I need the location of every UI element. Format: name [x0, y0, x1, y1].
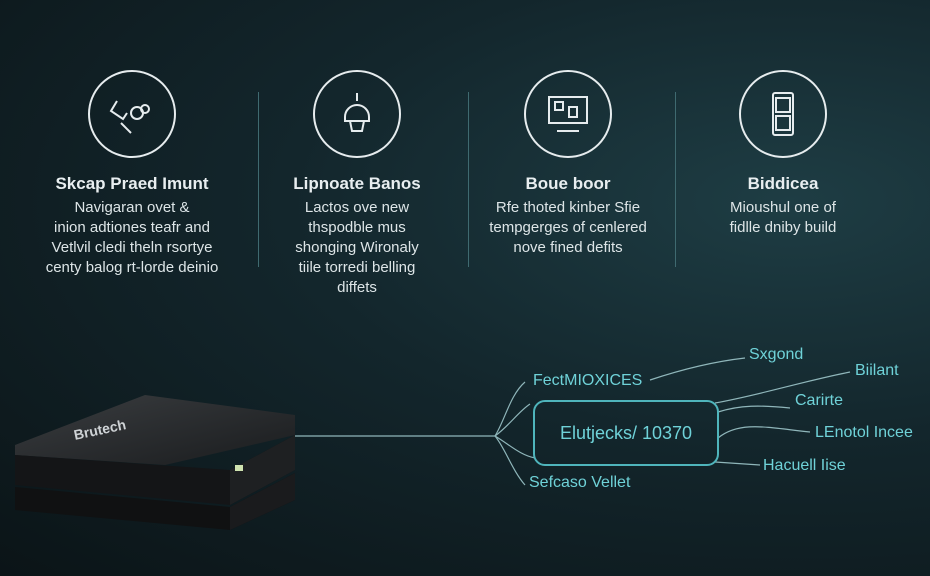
- diagram-label: Sefcaso Vellet: [529, 474, 631, 491]
- divider: [675, 92, 676, 267]
- feature-title: Lipnoate Banos: [293, 174, 421, 193]
- robot-icon: [313, 70, 401, 158]
- body-line: tiile torredi belling: [298, 259, 416, 276]
- diagram-label: Sxgond: [749, 346, 804, 363]
- body-line: Mioushul one of: [730, 199, 836, 216]
- divider: [468, 92, 469, 267]
- divider: [258, 92, 259, 267]
- diagram-label: Carirte: [795, 392, 844, 409]
- diagram-label: Biilant: [855, 362, 899, 379]
- feature-1: Skcap Praed Imunt Navigaran ovet & inion…: [22, 70, 242, 278]
- feature-body: Lactos ove new thspodble mus shonging Wi…: [247, 198, 467, 298]
- body-line: thspodble mus: [308, 219, 406, 236]
- feature-4: Biddicea Mioushul one of fidlle dniby bu…: [673, 70, 893, 238]
- body-line: nove fined defits: [513, 239, 623, 256]
- monitor-icon: [524, 70, 612, 158]
- body-line: inion adtiones teafr and: [54, 219, 210, 236]
- body-line: Navigaran ovet &: [74, 199, 190, 216]
- body-line: fidlle dniby build: [729, 219, 837, 236]
- diagram-center-box: Elutjecks/ 10370: [533, 400, 719, 466]
- feature-body: Rfe thoted kinber Sfie tempgerges of cen…: [458, 198, 678, 258]
- feature-body: Mioushul one of fidlle dniby build: [673, 198, 893, 238]
- feature-title: Boue boor: [525, 174, 611, 193]
- feature-title: Skcap Praed Imunt: [55, 174, 209, 193]
- phone-icon: [739, 70, 827, 158]
- feature-title: Biddicea: [747, 174, 819, 193]
- diagram-label: LEnotol Incee: [815, 424, 913, 441]
- center-label: Elutjecks/ 10370: [559, 422, 693, 443]
- feature-3: Boue boor Rfe thoted kinber Sfie tempger…: [458, 70, 678, 258]
- diagram-label: FectMIOXICES: [533, 372, 643, 389]
- body-line: shonging Wironaly: [295, 239, 419, 256]
- body-line: Rfe thoted kinber Sfie: [495, 199, 641, 216]
- body-line: diffets: [337, 279, 377, 296]
- body-line: Vetlvil cledi theln rsortye: [51, 239, 213, 256]
- body-line: Lactos ove new: [304, 199, 410, 216]
- device-image: Brutech: [15, 395, 305, 540]
- body-line: centy balog rt-lorde deinio: [45, 259, 219, 276]
- feature-2: Lipnoate Banos Lactos ove new thspodble …: [247, 70, 467, 298]
- body-line: tempgerges of cenlered: [489, 219, 647, 236]
- feature-body: Navigaran ovet & inion adtiones teafr an…: [22, 198, 242, 278]
- skateboard-icon: [88, 70, 176, 158]
- diagram-label: Hacuell Iise: [763, 457, 846, 474]
